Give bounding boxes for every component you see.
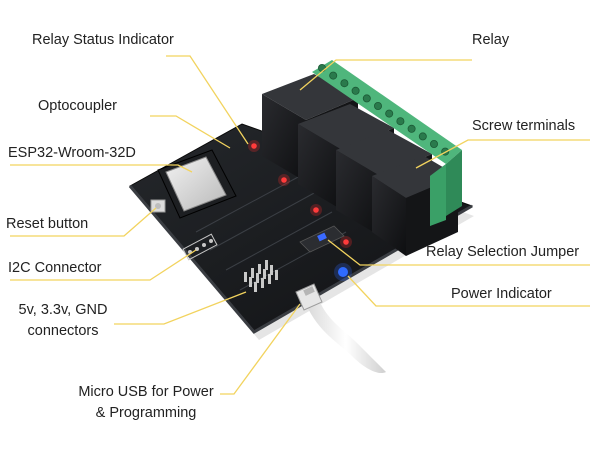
label-screw-terminals: Screw terminals	[472, 118, 576, 134]
pin-2-1	[261, 278, 264, 288]
label-micro-usb-line2: & Programming	[95, 405, 197, 421]
pin-1-1	[256, 273, 259, 283]
leader-relay-status	[166, 55, 249, 145]
screw-9	[407, 124, 416, 133]
label-i2c-connector: I2C Connector	[8, 260, 102, 276]
label-micro-usb-line1: Micro USB for Power	[78, 384, 214, 400]
pin-2-0	[254, 282, 257, 292]
label-relay: Relay	[472, 32, 510, 48]
label-power-connectors-line1: 5v, 3.3v, GND	[18, 302, 108, 318]
pin-2-3	[275, 270, 278, 280]
silkscreen	[195, 175, 347, 291]
label-reset-button: Reset button	[6, 216, 89, 232]
screw-4	[351, 86, 360, 95]
leader-jumper	[327, 239, 590, 266]
label-power-connectors-line2: connectors	[27, 323, 99, 339]
pin-1-3	[270, 265, 273, 275]
usb-cable	[295, 283, 386, 374]
pin-headers	[244, 260, 278, 292]
screw-7	[385, 109, 394, 118]
leader-usb	[220, 303, 301, 395]
relay-led-3	[313, 207, 319, 213]
leader-i2c	[10, 249, 197, 281]
power-led	[338, 267, 348, 277]
label-esp32: ESP32-Wroom-32D	[8, 145, 136, 161]
leader-lines	[10, 55, 590, 395]
power-led-glow	[334, 263, 352, 281]
label-relay-status-indicator: Relay Status Indicator	[32, 32, 174, 48]
pin-1-2	[263, 269, 266, 279]
screw-3	[340, 79, 349, 88]
screw-6	[373, 102, 382, 111]
screw-8	[396, 117, 405, 126]
leader-power-indicator	[347, 275, 590, 307]
leader-pwr-connectors	[114, 291, 247, 325]
leader-reset	[10, 207, 157, 237]
leader-relay	[299, 59, 472, 91]
pin-1-0	[249, 277, 252, 287]
leader-screw-terminals	[415, 139, 590, 169]
esp32-module	[157, 149, 237, 219]
screw-1	[317, 64, 326, 73]
leader-optocoupler	[150, 115, 231, 149]
relay-jumper-header	[299, 225, 345, 253]
relay-led-1	[251, 143, 257, 149]
label-optocoupler: Optocoupler	[38, 98, 117, 114]
pin-2-2	[268, 274, 271, 284]
pin-0-0	[244, 272, 247, 282]
relay-led-4	[343, 239, 349, 245]
label-relay-selection-jumper: Relay Selection Jumper	[426, 244, 580, 260]
screw-11	[429, 139, 438, 148]
pin-0-3	[265, 260, 268, 270]
label-power-connectors: 5v, 3.3v, GND connectors	[8, 300, 118, 342]
label-micro-usb: Micro USB for Power & Programming	[62, 382, 230, 424]
screw-2	[329, 71, 338, 80]
pin-0-1	[251, 268, 254, 278]
screw-5	[362, 94, 371, 103]
relay-led-2	[281, 177, 287, 183]
leader-esp32	[10, 164, 193, 173]
label-power-indicator: Power Indicator	[451, 286, 552, 302]
relay-status-leds	[248, 140, 352, 248]
pin-0-2	[258, 264, 261, 274]
screw-10	[418, 132, 427, 141]
